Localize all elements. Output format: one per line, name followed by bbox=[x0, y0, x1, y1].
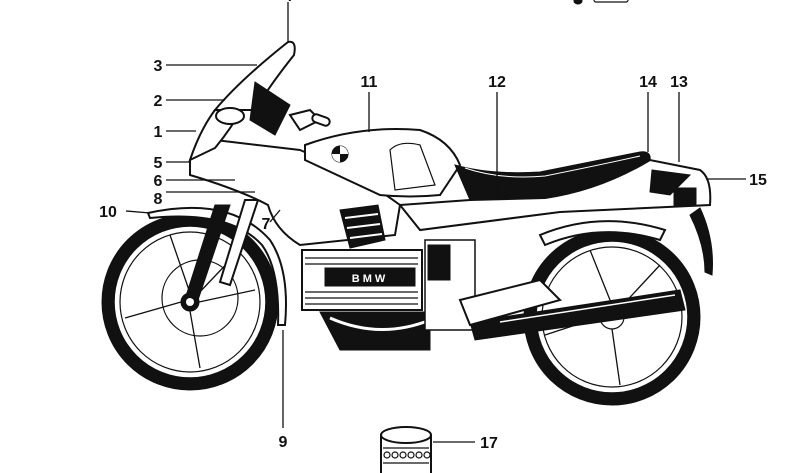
front-fender bbox=[146, 206, 287, 326]
callout-4: 4 bbox=[284, 0, 293, 5]
callout-9: 9 bbox=[279, 434, 288, 451]
callout-11: 11 bbox=[361, 74, 378, 91]
callout-3: 3 bbox=[154, 58, 163, 75]
top-mark bbox=[573, 0, 629, 5]
callout-1: 1 bbox=[154, 124, 163, 141]
callout-17: 17 bbox=[480, 435, 498, 452]
windshield bbox=[212, 40, 296, 111]
callout-labels: 4 3 2 1 5 6 8 10 7 9 11 12 14 13 15 17 bbox=[99, 0, 767, 452]
callout-6: 6 bbox=[154, 173, 163, 190]
callout-7: 7 bbox=[262, 216, 271, 233]
fuel-tank bbox=[304, 128, 462, 198]
front-fork bbox=[185, 204, 231, 301]
engine: BMW bbox=[301, 239, 476, 351]
callout-8: 8 bbox=[154, 191, 163, 208]
front-wheel bbox=[101, 213, 279, 391]
callout-10: 10 bbox=[99, 204, 117, 221]
part-17-bearing bbox=[380, 426, 432, 473]
tail-section bbox=[398, 158, 712, 232]
bmw-roundel-icon bbox=[331, 145, 349, 163]
callout-5: 5 bbox=[154, 155, 163, 172]
callout-13: 13 bbox=[670, 74, 688, 91]
callout-2: 2 bbox=[154, 93, 163, 110]
callout-leaders bbox=[125, 2, 746, 443]
engine-badge-text: BMW bbox=[352, 273, 389, 285]
callout-12: 12 bbox=[488, 74, 506, 91]
callout-14: 14 bbox=[639, 74, 657, 91]
callout-15: 15 bbox=[749, 172, 767, 189]
